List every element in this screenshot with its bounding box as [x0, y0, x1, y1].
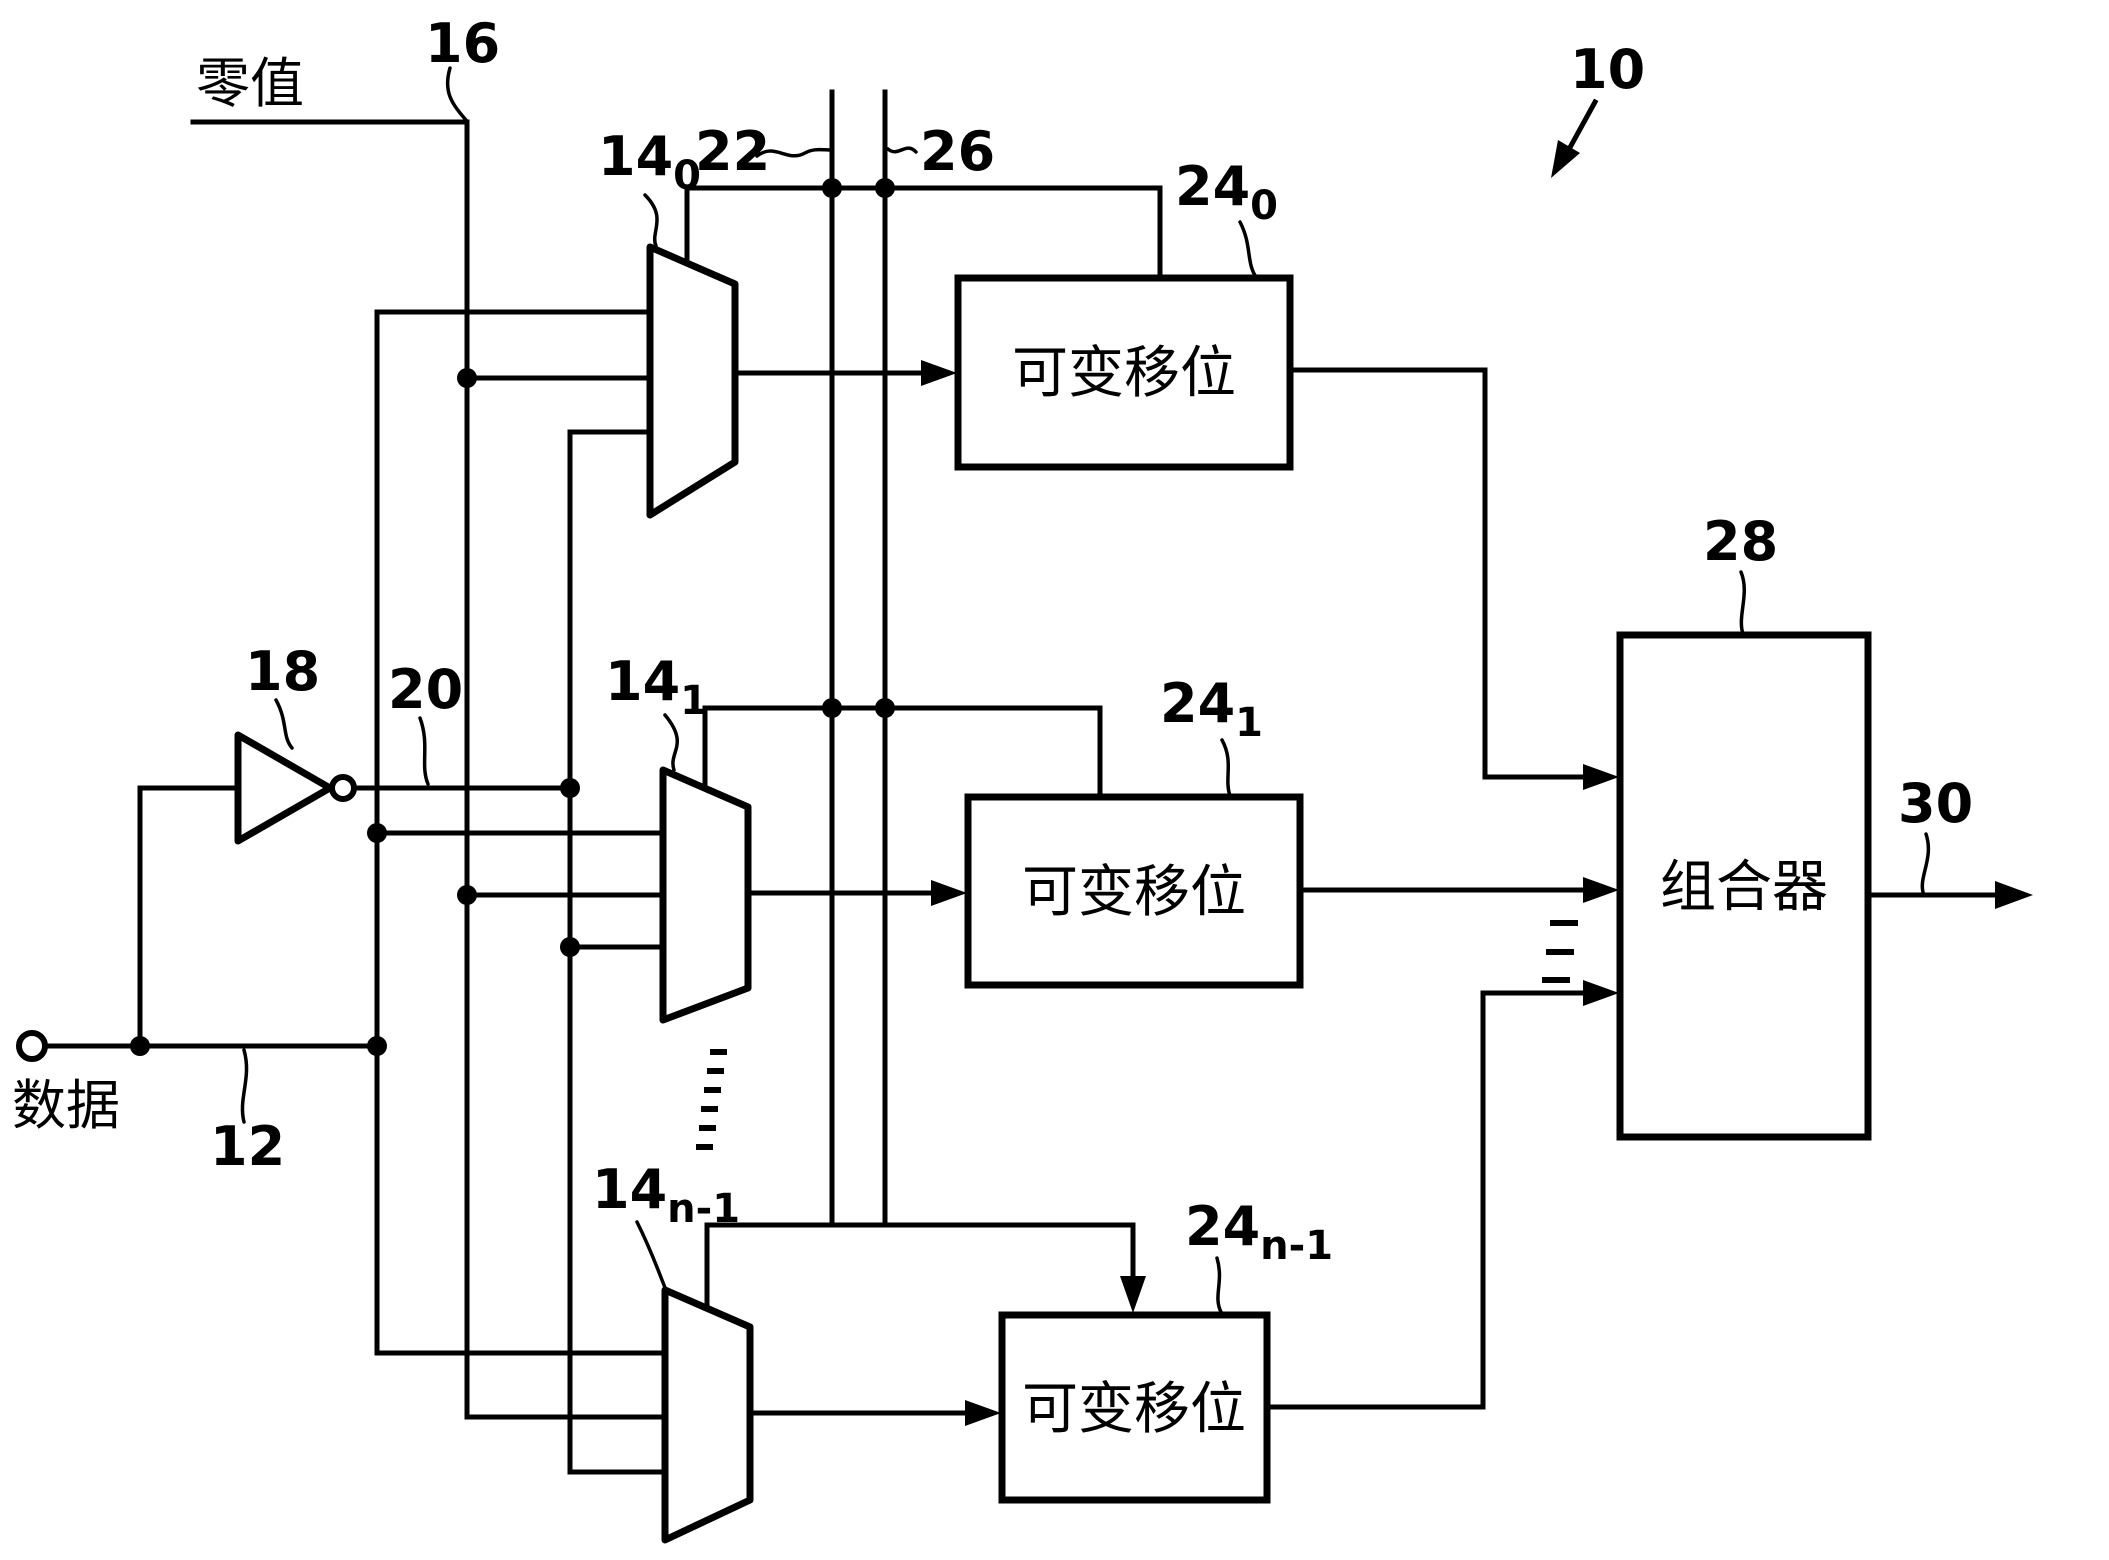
- ref-10: 10: [1570, 38, 1645, 101]
- combiner-input2-arrowhead: [1583, 980, 1619, 1006]
- inverter-input-wire: [137, 785, 241, 1049]
- final-output-arrowhead: [1995, 881, 2033, 909]
- inverter-triangle: [234, 731, 334, 845]
- shifter-1-box: [964, 793, 1304, 989]
- data-input-label: 数据: [12, 1074, 120, 1137]
- leader-ref-22: [755, 147, 832, 158]
- ref-10-arrowhead: [1551, 140, 1580, 178]
- leader-ref-14-1: [663, 713, 679, 772]
- leader-ref-24-n-1: [1215, 1256, 1223, 1314]
- ref-30: 30: [1898, 772, 1973, 835]
- junction-dot: [822, 178, 842, 198]
- junction-dot: [367, 1036, 387, 1056]
- ref-14-n-1-sub: n-1: [667, 1186, 740, 1232]
- leader-ref-28: [1739, 570, 1746, 636]
- ref-14-1-main: 14: [605, 650, 680, 713]
- junction-dot: [130, 1036, 150, 1056]
- mux1-output-arrowhead: [931, 880, 967, 906]
- leader-ref-12: [240, 1048, 249, 1124]
- shifter-n-1-box: [998, 1311, 1271, 1504]
- mux-n-1: [661, 1286, 754, 1544]
- leader-ref-16: [445, 66, 468, 122]
- combiner-label: 组合器: [1660, 855, 1828, 920]
- zero-value-line: [190, 119, 668, 1420]
- ref-24-1: 241: [1160, 672, 1263, 746]
- ref-22: 22: [695, 120, 770, 183]
- junction-dot: [822, 698, 842, 718]
- zero-input-label: 零值: [196, 52, 304, 115]
- leader-ref-24-1: [1220, 738, 1232, 798]
- ref-18: 18: [245, 640, 320, 703]
- leader-ref-18: [274, 698, 294, 750]
- ref-14-0-sub: 0: [673, 153, 701, 199]
- combiner-input1-arrowhead: [1583, 877, 1619, 903]
- leader-ref-14-n-1: [635, 1220, 668, 1292]
- shifter-0-label: 可变移位: [1012, 341, 1236, 406]
- muxn-select-wire: [704, 1222, 1136, 1311]
- ref-24-0: 240: [1175, 155, 1278, 229]
- mux0-select-wire: [684, 185, 1163, 281]
- shifter-n-1-label: 可变移位: [1022, 1377, 1246, 1442]
- junction-dot: [560, 937, 580, 957]
- shiftern-to-combiner-wire: [1264, 990, 1586, 1410]
- ref-24-n-1: 24n-1: [1185, 1195, 1333, 1269]
- leader-ref-14-0: [643, 193, 659, 248]
- ref-24-n-1-sub: n-1: [1260, 1223, 1333, 1269]
- ref-14-n-1: 14n-1: [592, 1158, 740, 1232]
- mux-ellipsis: [696, 1049, 727, 1150]
- junction-dot: [457, 368, 477, 388]
- ref-26: 26: [920, 120, 995, 183]
- mux0-output-arrowhead: [921, 360, 957, 386]
- data-input-terminal: [16, 1030, 48, 1062]
- shifter-0-box: [954, 274, 1294, 471]
- ref-24-0-sub: 0: [1250, 183, 1278, 229]
- combiner-input0-arrowhead: [1583, 764, 1619, 790]
- ref-28: 28: [1703, 510, 1778, 573]
- ref-14-0: 140: [598, 125, 701, 199]
- mux-1: [659, 766, 752, 1024]
- ref-20: 20: [388, 658, 463, 721]
- muxn-output-arrowhead: [965, 1400, 1001, 1426]
- ref-12: 12: [210, 1115, 285, 1178]
- leader-ref-20: [418, 716, 430, 786]
- leader-ref-26: [886, 146, 918, 154]
- combiner-box: [1616, 631, 1872, 1141]
- combiner-ellipsis: [1542, 920, 1578, 983]
- ref-14-0-main: 14: [598, 125, 673, 188]
- ref-24-1-main: 24: [1160, 672, 1235, 735]
- junction-dot: [875, 178, 895, 198]
- junction-dot: [457, 885, 477, 905]
- ref-14-1: 141: [605, 650, 708, 724]
- junction-dot: [875, 698, 895, 718]
- ref-14-1-sub: 1: [680, 678, 708, 724]
- leader-ref-24-0: [1238, 220, 1258, 279]
- leader-ref-30: [1920, 832, 1931, 894]
- mux1-select-wire: [702, 705, 1103, 800]
- ref-16: 16: [425, 12, 500, 75]
- shifter0-to-combiner-wire: [1287, 367, 1586, 780]
- inverter-bubble: [329, 774, 357, 802]
- junction-dot: [367, 823, 387, 843]
- junction-dot: [560, 778, 580, 798]
- muxn-control-arrowhead: [1120, 1276, 1146, 1313]
- ref-24-0-main: 24: [1175, 155, 1250, 218]
- ref-24-1-sub: 1: [1235, 700, 1263, 746]
- shifter-1-label: 可变移位: [1022, 860, 1246, 925]
- mux-0: [646, 243, 739, 519]
- ref-24-n-1-main: 24: [1185, 1195, 1260, 1258]
- ref-14-n-1-main: 14: [592, 1158, 667, 1221]
